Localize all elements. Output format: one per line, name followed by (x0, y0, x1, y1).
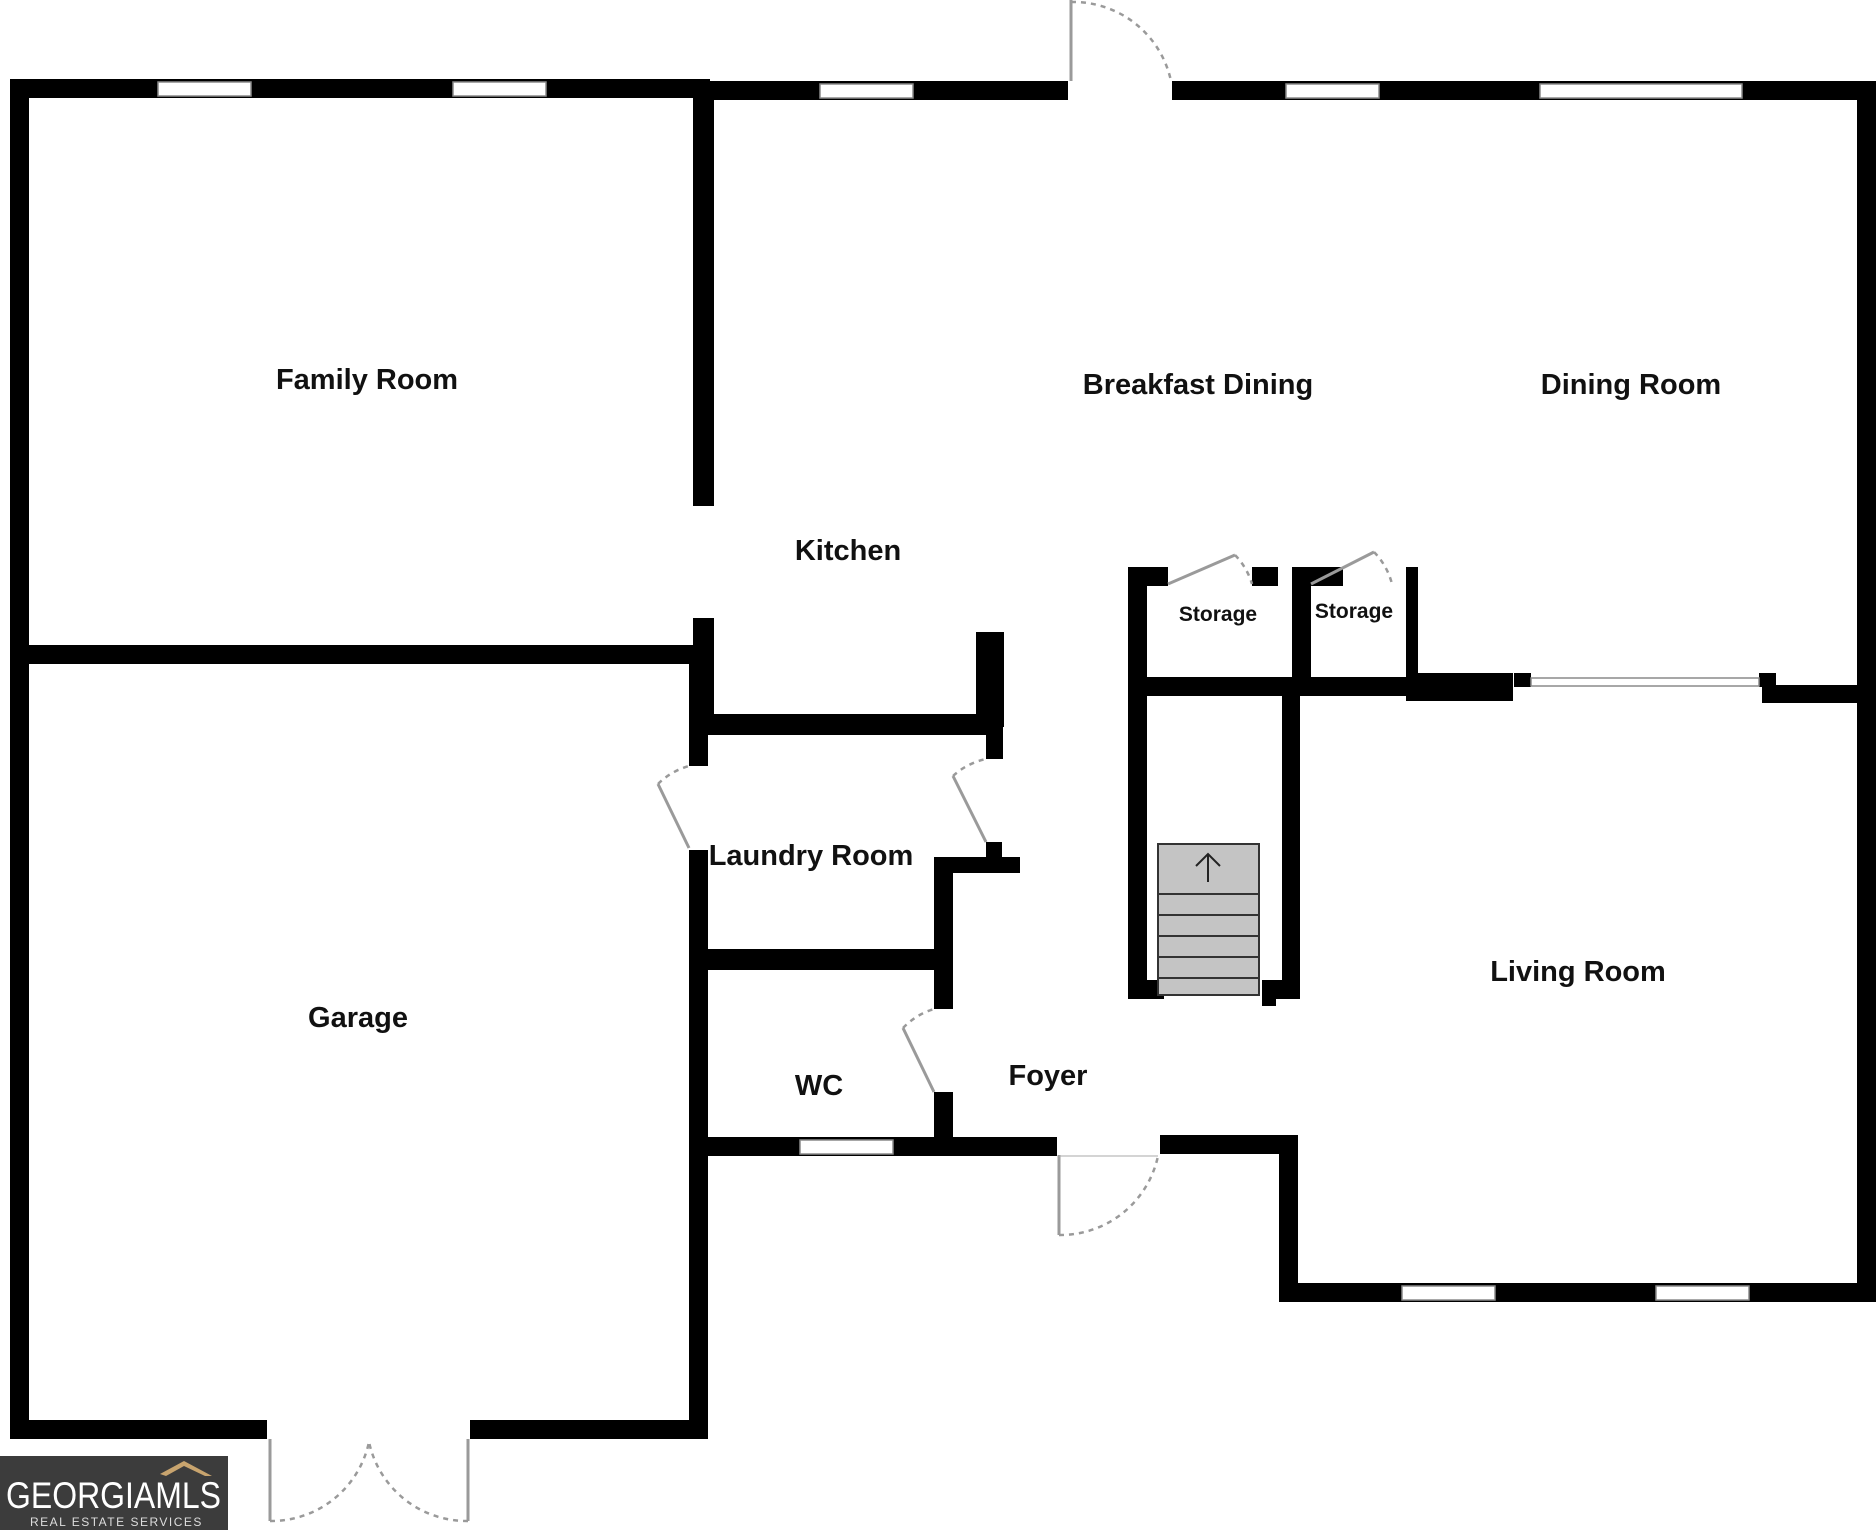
exterior-walls (10, 79, 1876, 1439)
staircase (1157, 843, 1260, 996)
room-label-dining-room: Dining Room (1541, 369, 1721, 401)
room-labels: Family Room Breakfast Dining Dining Room… (276, 364, 1721, 1102)
room-label-garage: Garage (308, 1002, 408, 1034)
room-label-storage: Storage (1179, 603, 1257, 626)
storage-door (1310, 550, 1406, 588)
doors (267, 0, 1406, 1523)
window (819, 83, 914, 99)
window (452, 81, 547, 97)
interior-walls (10, 81, 1876, 1155)
window (1285, 83, 1380, 99)
window (799, 1139, 894, 1155)
window (157, 81, 252, 97)
room-label-breakfast-dining: Breakfast Dining (1083, 369, 1313, 401)
window (1401, 1285, 1496, 1301)
georgiamls-logo: GEORGIAMLS REAL ESTATE SERVICES (0, 1456, 228, 1530)
stair-up-arrow-icon (1195, 852, 1221, 882)
room-label-foyer: Foyer (1009, 1060, 1088, 1092)
wc-door (901, 1007, 955, 1093)
windows (157, 81, 1760, 1301)
laundry-garage-door (656, 764, 710, 850)
front-door (1057, 1134, 1160, 1237)
garage-door (267, 1418, 470, 1523)
window (1539, 83, 1743, 99)
window (1530, 677, 1760, 687)
room-label-storage: Storage (1315, 600, 1393, 623)
logo-name: GEORGIAMLS (6, 1475, 221, 1516)
storage-door (1167, 553, 1254, 588)
room-label-living-room: Living Room (1490, 956, 1666, 988)
back-door (1068, 0, 1173, 102)
room-label-laundry-room: Laundry Room (709, 840, 914, 872)
room-label-kitchen: Kitchen (795, 535, 901, 567)
room-label-family-room: Family Room (276, 364, 458, 396)
window (1655, 1285, 1750, 1301)
laundry-door (951, 757, 1006, 843)
logo-tagline: REAL ESTATE SERVICES (30, 1515, 203, 1529)
room-label-wc: WC (795, 1070, 843, 1102)
